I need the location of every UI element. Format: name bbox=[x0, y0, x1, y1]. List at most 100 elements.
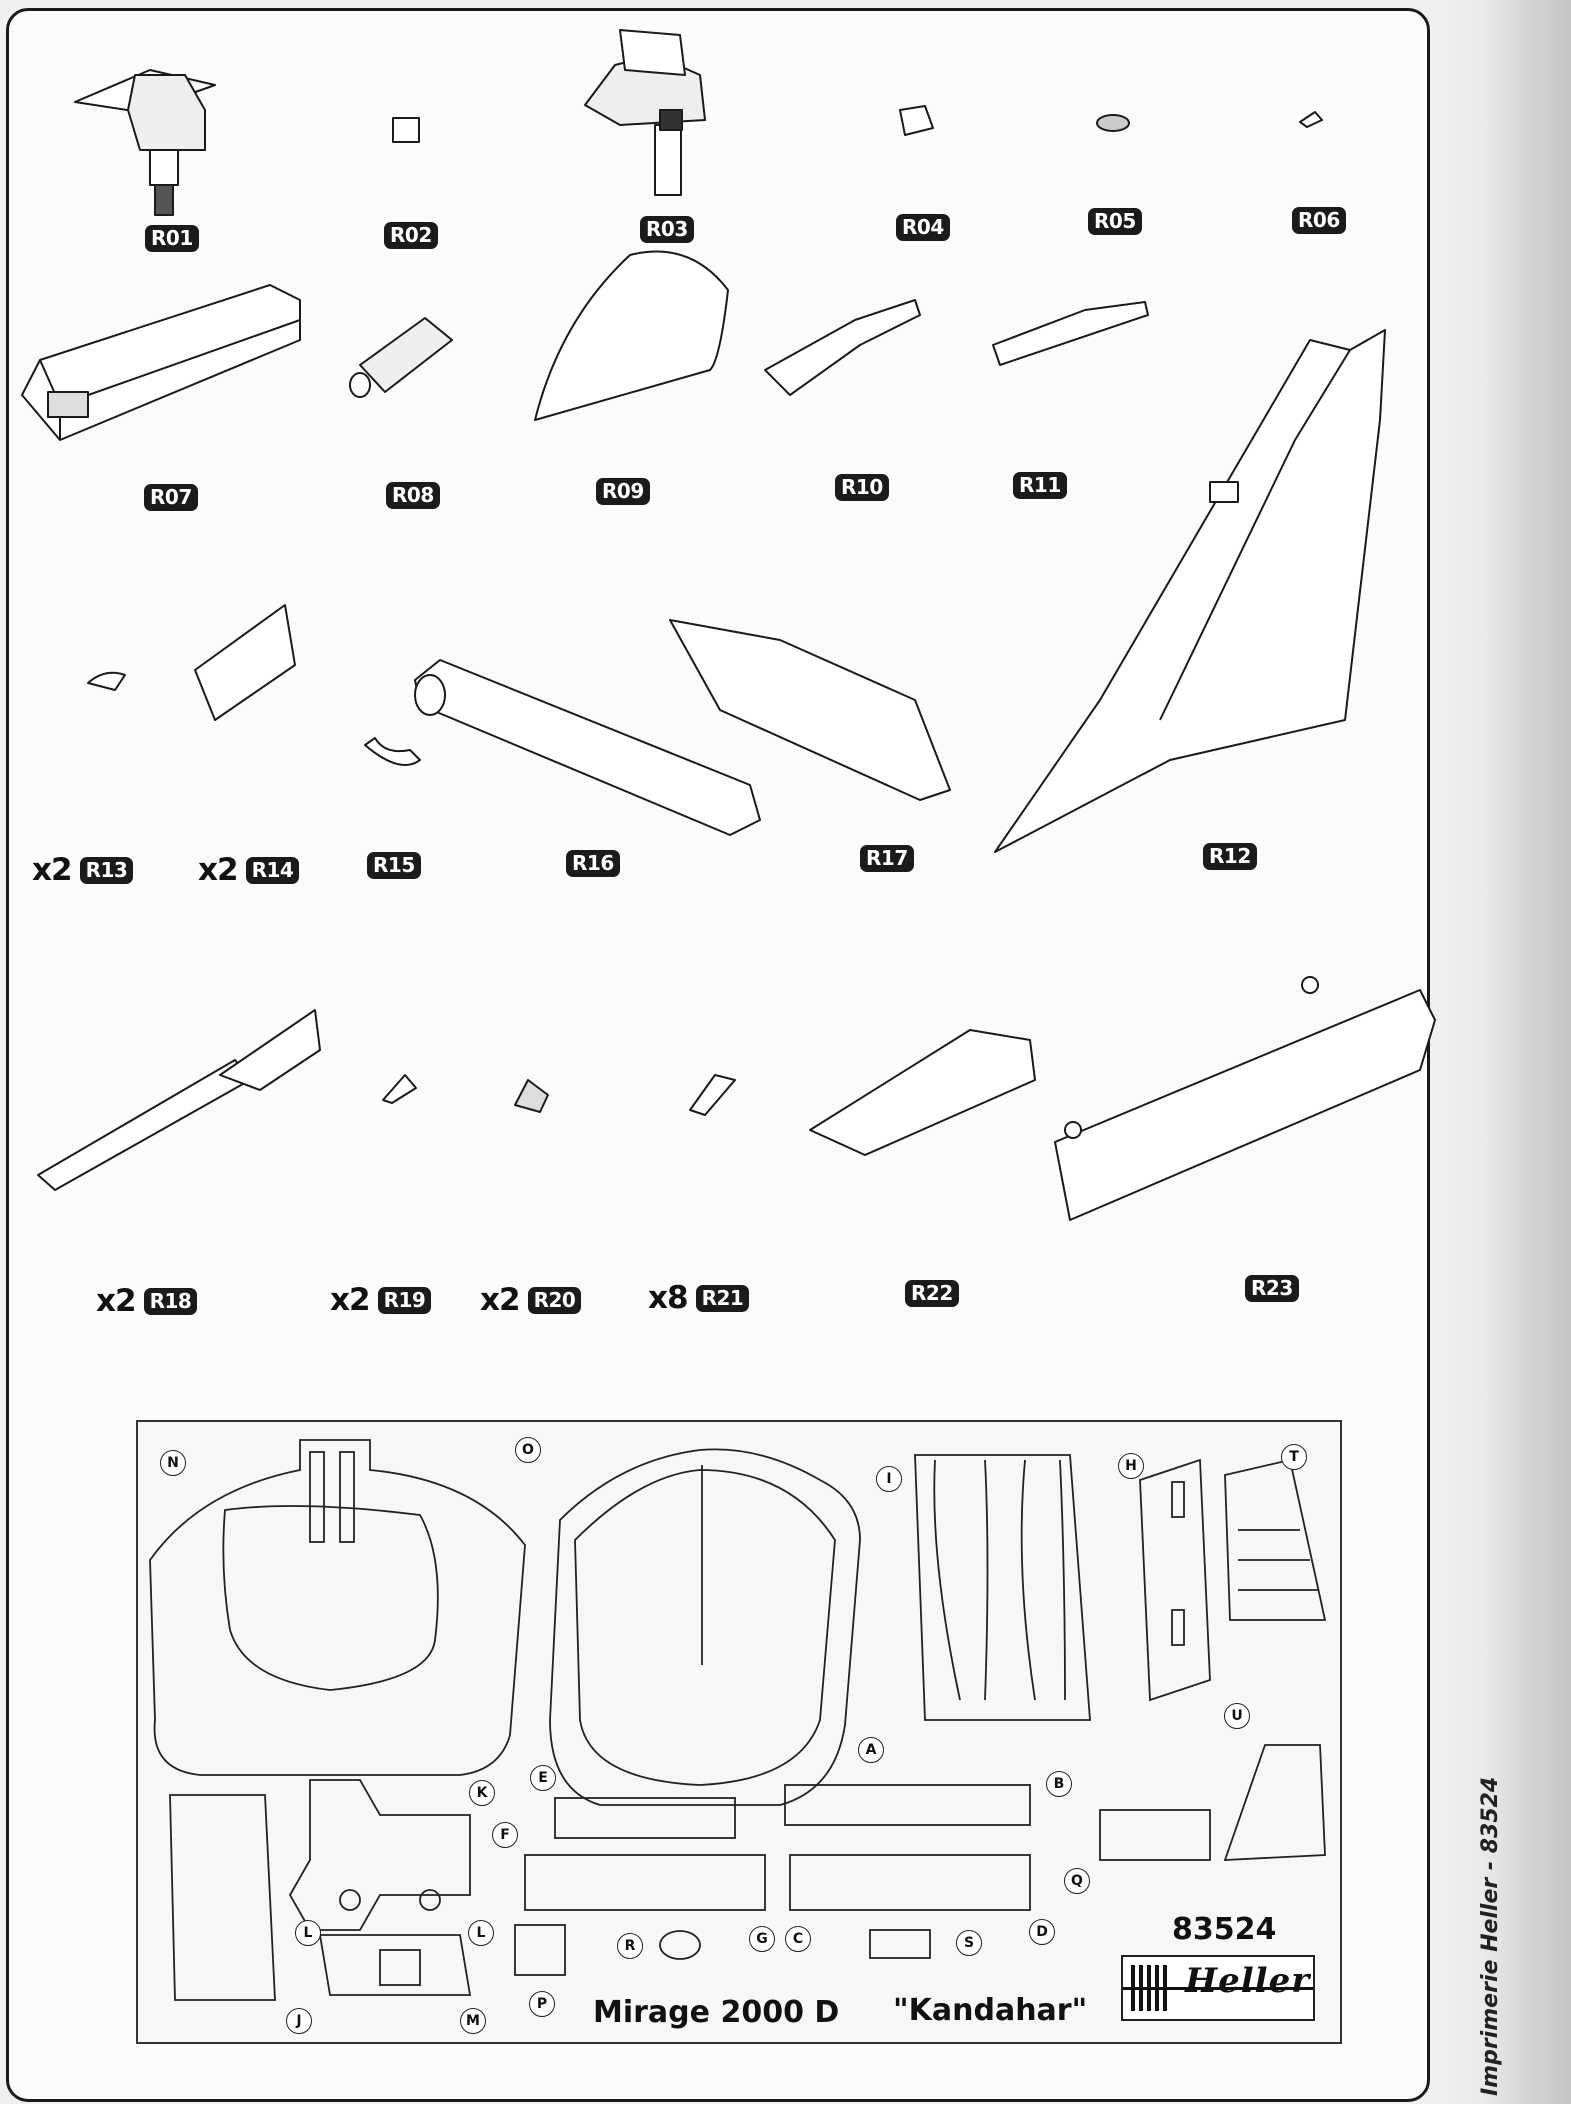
part-tag: R17 bbox=[860, 845, 914, 872]
fret-letter-l-left: L bbox=[295, 1920, 321, 1946]
part-label-r16: R16 bbox=[566, 850, 620, 877]
fret-part-i-harness bbox=[914, 1454, 1091, 1721]
fret-part-q bbox=[1099, 1809, 1211, 1861]
part-r19 bbox=[382, 1074, 417, 1104]
part-r06 bbox=[1299, 111, 1323, 128]
fret-kit-number: 83524 bbox=[1172, 1912, 1277, 1947]
part-r04 bbox=[899, 105, 934, 136]
part-r02 bbox=[392, 117, 420, 143]
part-tag: R04 bbox=[896, 214, 950, 241]
part-r23-fuselage-section bbox=[1054, 976, 1436, 1221]
part-tag: R23 bbox=[1245, 1275, 1299, 1302]
part-r16-targeting-pod bbox=[414, 659, 761, 836]
fret-part-f-instrument-panel bbox=[524, 1854, 766, 1911]
page-edge-shadow bbox=[1440, 0, 1571, 2104]
part-tag: R12 bbox=[1203, 843, 1257, 870]
fret-letter-m: M bbox=[460, 2008, 486, 2034]
fret-part-r bbox=[659, 1930, 701, 1960]
heller-logo bbox=[1121, 1955, 1315, 2021]
part-tag: R11 bbox=[1013, 472, 1067, 499]
quantity: x2 bbox=[32, 852, 73, 888]
fret-letter-q: Q bbox=[1064, 1868, 1090, 1894]
part-label-r15: R15 bbox=[367, 852, 421, 879]
fret-letter-o: O bbox=[515, 1437, 541, 1463]
fret-letter-l-right: L bbox=[468, 1920, 494, 1946]
part-r05 bbox=[1096, 114, 1130, 132]
fret-letter-n: N bbox=[160, 1450, 186, 1476]
part-r13 bbox=[87, 671, 126, 691]
part-label-r08: R08 bbox=[386, 482, 440, 509]
part-r18-bomb bbox=[37, 1009, 321, 1191]
fret-letter-b: B bbox=[1046, 1771, 1072, 1797]
part-r11 bbox=[992, 301, 1149, 366]
fret-letter-d: D bbox=[1029, 1919, 1055, 1945]
part-tag: R09 bbox=[596, 478, 650, 505]
fret-part-j-harness bbox=[169, 1794, 276, 2001]
fret-letter-r: R bbox=[617, 1933, 643, 1959]
part-r08 bbox=[349, 317, 453, 398]
part-label-r12: R12 bbox=[1203, 843, 1257, 870]
fret-letter-s: S bbox=[956, 1930, 982, 1956]
part-label-r07: R07 bbox=[144, 484, 198, 511]
part-tag: R19 bbox=[377, 1286, 432, 1314]
fret-part-k-l-console bbox=[288, 1779, 471, 1931]
part-tag: R01 bbox=[145, 225, 199, 252]
part-label-r01: R01 bbox=[145, 225, 199, 252]
fret-part-u-grille bbox=[1223, 1744, 1326, 1861]
part-label-r10: R10 bbox=[835, 474, 889, 501]
quantity: x2 bbox=[330, 1282, 371, 1318]
part-r03-ejection-seat bbox=[584, 29, 706, 196]
part-tag: R13 bbox=[79, 856, 134, 884]
part-tag: R15 bbox=[367, 852, 421, 879]
part-r20 bbox=[514, 1079, 549, 1113]
part-tag: R02 bbox=[384, 222, 438, 249]
fret-letter-g: G bbox=[749, 1926, 775, 1952]
fret-title: Mirage 2000 D bbox=[593, 1995, 840, 2030]
part-label-r09: R09 bbox=[596, 478, 650, 505]
quantity: x2 bbox=[96, 1283, 137, 1319]
fret-part-s bbox=[869, 1929, 931, 1959]
fret-part-h bbox=[1139, 1458, 1211, 1702]
fret-part-t-grille bbox=[1224, 1458, 1327, 1621]
fret-letter-a: A bbox=[858, 1737, 884, 1763]
printer-credit: Imprimerie Heller - 83524 bbox=[1478, 1776, 1503, 2096]
part-r22-pylon bbox=[809, 1029, 1036, 1156]
part-tag: R21 bbox=[695, 1284, 750, 1312]
part-r21 bbox=[689, 1074, 736, 1116]
part-label-r05: R05 bbox=[1088, 208, 1142, 235]
fret-letter-h: H bbox=[1118, 1453, 1144, 1479]
fret-letter-j: J bbox=[286, 2008, 312, 2034]
part-label-r22: R22 bbox=[905, 1280, 959, 1307]
part-label-r06: R06 bbox=[1292, 207, 1346, 234]
part-tag: R07 bbox=[144, 484, 198, 511]
fret-letter-c: C bbox=[785, 1926, 811, 1952]
fret-part-m bbox=[318, 1934, 472, 1996]
photo-etch-fret bbox=[136, 1420, 1342, 2044]
fret-letter-t: T bbox=[1281, 1444, 1307, 1470]
fret-part-c-d-instrument-panel bbox=[789, 1854, 1031, 1911]
part-r07-cockpit-tub bbox=[21, 284, 301, 441]
part-r10 bbox=[764, 299, 921, 396]
quantity: x2 bbox=[480, 1282, 521, 1318]
part-tag: R06 bbox=[1292, 207, 1346, 234]
fret-part-o-canopy-frame bbox=[549, 1448, 861, 1806]
part-r09-canopy bbox=[534, 250, 729, 421]
fret-part-p bbox=[514, 1924, 566, 1976]
part-label-r02: R02 bbox=[384, 222, 438, 249]
fret-letter-k: K bbox=[469, 1780, 495, 1806]
fret-letter-p: P bbox=[529, 1991, 555, 2017]
part-tag: R05 bbox=[1088, 208, 1142, 235]
part-r12-tail-fin bbox=[994, 329, 1386, 853]
fret-letter-e: E bbox=[530, 1765, 556, 1791]
part-tag: R16 bbox=[566, 850, 620, 877]
part-tag: R20 bbox=[527, 1286, 582, 1314]
part-tag: R22 bbox=[905, 1280, 959, 1307]
part-tag: R08 bbox=[386, 482, 440, 509]
part-r15 bbox=[364, 737, 421, 766]
